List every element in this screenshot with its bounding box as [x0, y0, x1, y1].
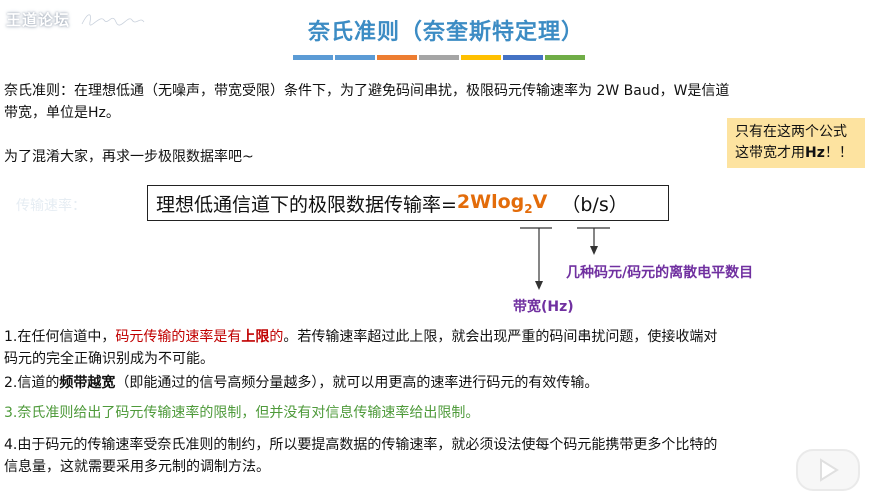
point-2-prefix: 2.信道的 — [4, 375, 60, 391]
note-line-2-suffix: ！！ — [824, 145, 853, 161]
formula-expr-main: 2Wlog — [456, 190, 525, 213]
intro-line-3: 为了混淆大家，再求一步极限数据率吧~ — [4, 149, 254, 165]
point-4-line-2: 信息量，这就需要采用多元制的调制方法。 — [4, 459, 270, 475]
point-1-highlight-c: 的 — [269, 329, 284, 345]
intro-line-2: 带宽，单位是Hz。 — [4, 105, 120, 121]
title-bar-segment — [461, 55, 501, 60]
point-1-line-2: 码元的完全正确识别成为不可能。 — [4, 351, 214, 367]
note-line-1: 只有在这两个公式 — [735, 124, 847, 140]
point-1: 1.在任何信道中，码元传输的速率是有上限的。若传输速率超过此上限，就会出现严重的… — [4, 326, 717, 370]
note-line-2-prefix: 这带宽才用 — [735, 145, 805, 161]
note-line-2-bold: Hz — [805, 145, 825, 161]
point-4-line-1: 4.由于码元的传输速率受奈氏准则的制约，所以要提高数据的传输速率，就必须设法使每… — [4, 437, 718, 453]
page-title: 奈氏准则（奈奎斯特定理） — [307, 20, 584, 45]
logo-script-icon — [81, 13, 145, 27]
bandwidth-label: 带宽(Hz) — [513, 299, 574, 315]
title-color-bar — [293, 55, 585, 60]
title-bar-segment — [335, 55, 375, 60]
note-callout: 只有在这两个公式 这带宽才用Hz！！ — [727, 118, 865, 168]
levels-label: 几种码元/码元的离散电平数目 — [566, 265, 754, 281]
point-3: 3.奈氏准则给出了码元传输速率的限制，但并没有对信息传输速率给出限制。 — [4, 405, 480, 421]
formula-expression: 2Wlog2V — [457, 191, 547, 216]
point-1-highlight-a: 码元传输的速率是有 — [115, 329, 242, 345]
title-bar-segment — [545, 55, 585, 60]
intro-line-1: 奈氏准则：在理想低通（无噪声，带宽受限）条件下，为了避免码间串扰，极限码元传输速… — [4, 83, 730, 99]
point-1-prefix: 1.在任何信道中， — [4, 329, 116, 345]
intro-paragraph: 奈氏准则：在理想低通（无噪声，带宽受限）条件下，为了避免码间串扰，极限码元传输速… — [4, 80, 729, 124]
title-bar-segment — [503, 55, 543, 60]
note-line-2: 这带宽才用Hz！！ — [735, 143, 857, 164]
point-4: 4.由于码元的传输速率受奈氏准则的制约，所以要提高数据的传输速率，就必须设法使每… — [4, 434, 717, 478]
point-1-highlight-b: 上限 — [241, 329, 270, 345]
point-2: 2.信道的频带越宽（即能通过的信号高频分量越多），就可以用更高的速率进行码元的有… — [4, 372, 598, 394]
point-2-bold: 频带越宽 — [59, 375, 116, 391]
play-button-icon[interactable] — [793, 444, 863, 494]
formula-expr-tail: V — [532, 190, 548, 213]
point-1-line-1: 1.在任何信道中，码元传输的速率是有上限的。若传输速率超过此上限，就会出现严重的… — [4, 326, 717, 348]
title-bar-segment — [419, 55, 459, 60]
title-bar-segment — [293, 55, 333, 60]
faint-label: 传输速率： — [16, 198, 86, 214]
formula-prefix: 理想低通信道下的极限数据传输率= — [156, 193, 457, 216]
formula-expr-sub: 2 — [524, 201, 533, 216]
levels-arrow-icon — [577, 227, 610, 255]
bandwidth-arrow-icon — [520, 227, 552, 290]
logo-text: 王道论坛 — [6, 10, 71, 29]
point-1-suffix: 。若传输速率超过此上限，就会出现严重的码间串扰问题，使接收端对 — [283, 329, 718, 345]
formula-box: 理想低通信道下的极限数据传输率= 2Wlog2V （b/s） — [147, 185, 669, 221]
title-bar-segment — [377, 55, 417, 60]
formula-unit: （b/s） — [561, 193, 628, 216]
point-2-suffix: （即能通过的信号高频分量越多），就可以用更高的速率进行码元的有效传输。 — [115, 375, 599, 391]
forum-logo: 王道论坛 — [6, 4, 148, 34]
